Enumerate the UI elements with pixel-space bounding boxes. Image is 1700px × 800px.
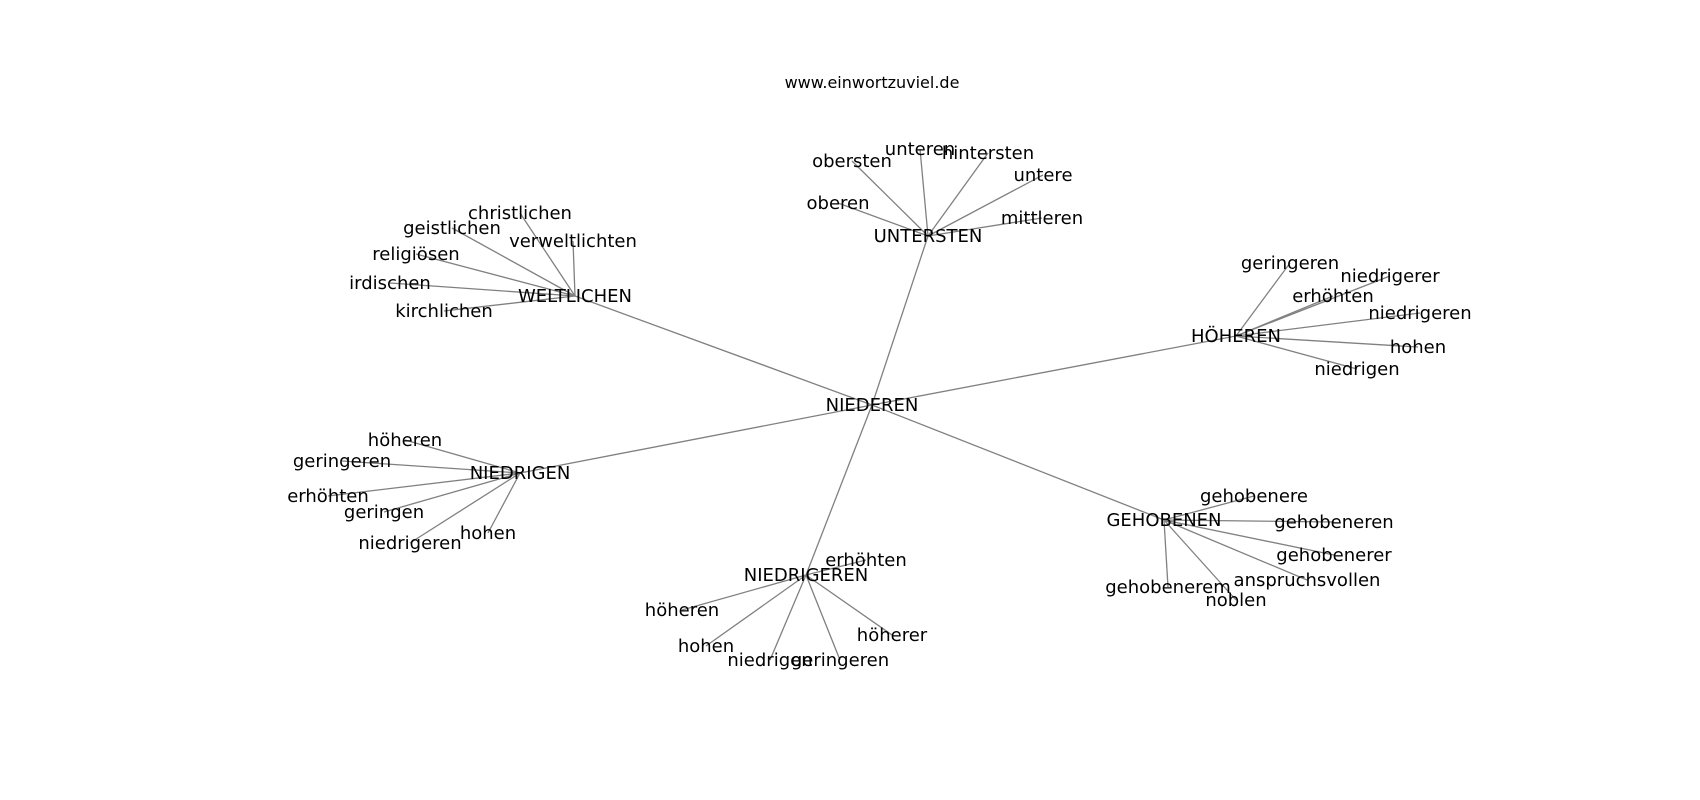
center-hub-edge (871, 335, 1237, 406)
hub-leaf-edge (769, 574, 807, 661)
center-hub-edge (805, 404, 873, 576)
hub-leaf-edge (1163, 495, 1255, 521)
hub-leaf-edge (1235, 335, 1419, 348)
leaf-node-label: anspruchsvollen (1234, 570, 1381, 591)
leaf-node-label: gehobeneren (1274, 512, 1393, 533)
leaf-node-label: höherer (857, 625, 928, 646)
hub-node-label: HÖHEREN (1191, 325, 1281, 347)
leaf-node-label: geistlichen (403, 218, 501, 239)
center-node-label: NIEDEREN (826, 395, 919, 416)
leaf-node-label: geringeren (1241, 253, 1339, 274)
hub-leaf-edge (1235, 335, 1358, 370)
hub-leaf-edge (327, 472, 521, 497)
center-hub-edge (519, 404, 873, 474)
leaf-node-label: christlichen (468, 203, 572, 224)
hub-leaf-edge (1163, 519, 1169, 588)
hub-leaf-edge (1163, 519, 1335, 523)
hub-leaf-edge (404, 439, 521, 474)
leaf-node-label: geringeren (293, 451, 391, 472)
hub-leaf-edge (572, 240, 576, 297)
hub-leaf-edge (927, 174, 1044, 237)
leaf-node-label: mittleren (1001, 208, 1083, 229)
leaf-node-label: irdischen (349, 273, 431, 294)
leaf-node-label: niedrigen (1314, 359, 1399, 380)
hub-leaf-edge (805, 559, 867, 576)
hub-leaf-edge (415, 253, 576, 297)
leaf-node-label: geringen (344, 502, 424, 523)
hub-leaf-edge (389, 282, 576, 297)
leaf-node-label: gehobenere (1200, 486, 1308, 507)
hub-leaf-edge (341, 460, 521, 474)
leaf-node-label: oberen (807, 193, 870, 214)
source-label: www.einwortzuviel.de (785, 73, 960, 92)
hub-node-label: NIEDRIGEREN (744, 565, 869, 586)
leaf-node-label: niedrigerer (1340, 266, 1440, 287)
hub-leaf-edge (409, 472, 521, 544)
hub-node-label: NIEDRIGEN (470, 463, 571, 484)
leaf-node-label: geringeren (791, 650, 889, 671)
label-layer: NIEDEREN UNTERSTEN oberstenunterenhinterst… (287, 139, 1471, 671)
center-hub-edge (871, 404, 1165, 521)
leaf-node-label: erhöhten (1292, 286, 1374, 307)
leaf-node-label: hintersten (942, 143, 1034, 164)
leaf-node-label: religiösen (372, 244, 459, 265)
leaf-node-label: erhöhten (287, 486, 369, 507)
hub-node-label: UNTERSTEN (874, 226, 983, 247)
hub-leaf-edge (1235, 312, 1421, 337)
leaf-node-label: höheren (645, 600, 719, 621)
hub-leaf-edge (805, 574, 893, 636)
hub-leaf-edge (927, 217, 1043, 237)
leaf-node-label: niedrigen (727, 650, 812, 671)
hub-leaf-edge (383, 472, 521, 513)
hub-leaf-edge (1163, 519, 1335, 556)
hub-node-label: GEHOBENEN (1106, 510, 1221, 531)
leaf-node-label: gehobenerem (1105, 577, 1231, 598)
leaf-node-label: hohen (678, 636, 734, 657)
hub-leaf-edge (451, 227, 576, 297)
leaf-node-label: gehobenerer (1276, 545, 1392, 566)
hub-leaf-edge (1163, 519, 1308, 581)
hub-leaf-edge (1163, 519, 1237, 601)
hub-leaf-edge (487, 472, 521, 534)
leaf-node-label: untere (1013, 165, 1072, 186)
center-hub-edge (871, 235, 929, 406)
hub-node-label: WELTLICHEN (518, 286, 632, 307)
center-hub-edge (574, 295, 873, 406)
leaf-node-label: erhöhten (825, 550, 907, 571)
edge-layer (327, 148, 1421, 661)
leaf-node-label: unteren (885, 139, 955, 160)
leaf-node-label: kirchlichen (395, 301, 493, 322)
leaf-node-label: noblen (1205, 590, 1266, 611)
leaf-node-label: hohen (1390, 337, 1446, 358)
hub-leaf-edge (927, 152, 989, 237)
leaf-node-label: verweltlichten (509, 231, 637, 252)
hub-leaf-edge (443, 295, 576, 312)
leaf-node-label: obersten (812, 151, 892, 172)
leaf-node-label: niedrigeren (1368, 303, 1471, 324)
hub-leaf-edge (705, 574, 807, 647)
leaf-node-label: hohen (460, 523, 516, 544)
hub-leaf-edge (1235, 295, 1334, 337)
hub-leaf-edge (919, 148, 929, 237)
hub-leaf-edge (837, 202, 929, 237)
leaf-node-label: niedrigeren (358, 533, 461, 554)
leaf-node-label: höheren (368, 430, 442, 451)
hub-leaf-edge (851, 160, 929, 237)
hub-leaf-edge (1235, 262, 1291, 337)
hub-leaf-edge (519, 212, 576, 297)
hub-leaf-edge (681, 574, 807, 611)
hub-leaf-edge (805, 574, 841, 661)
